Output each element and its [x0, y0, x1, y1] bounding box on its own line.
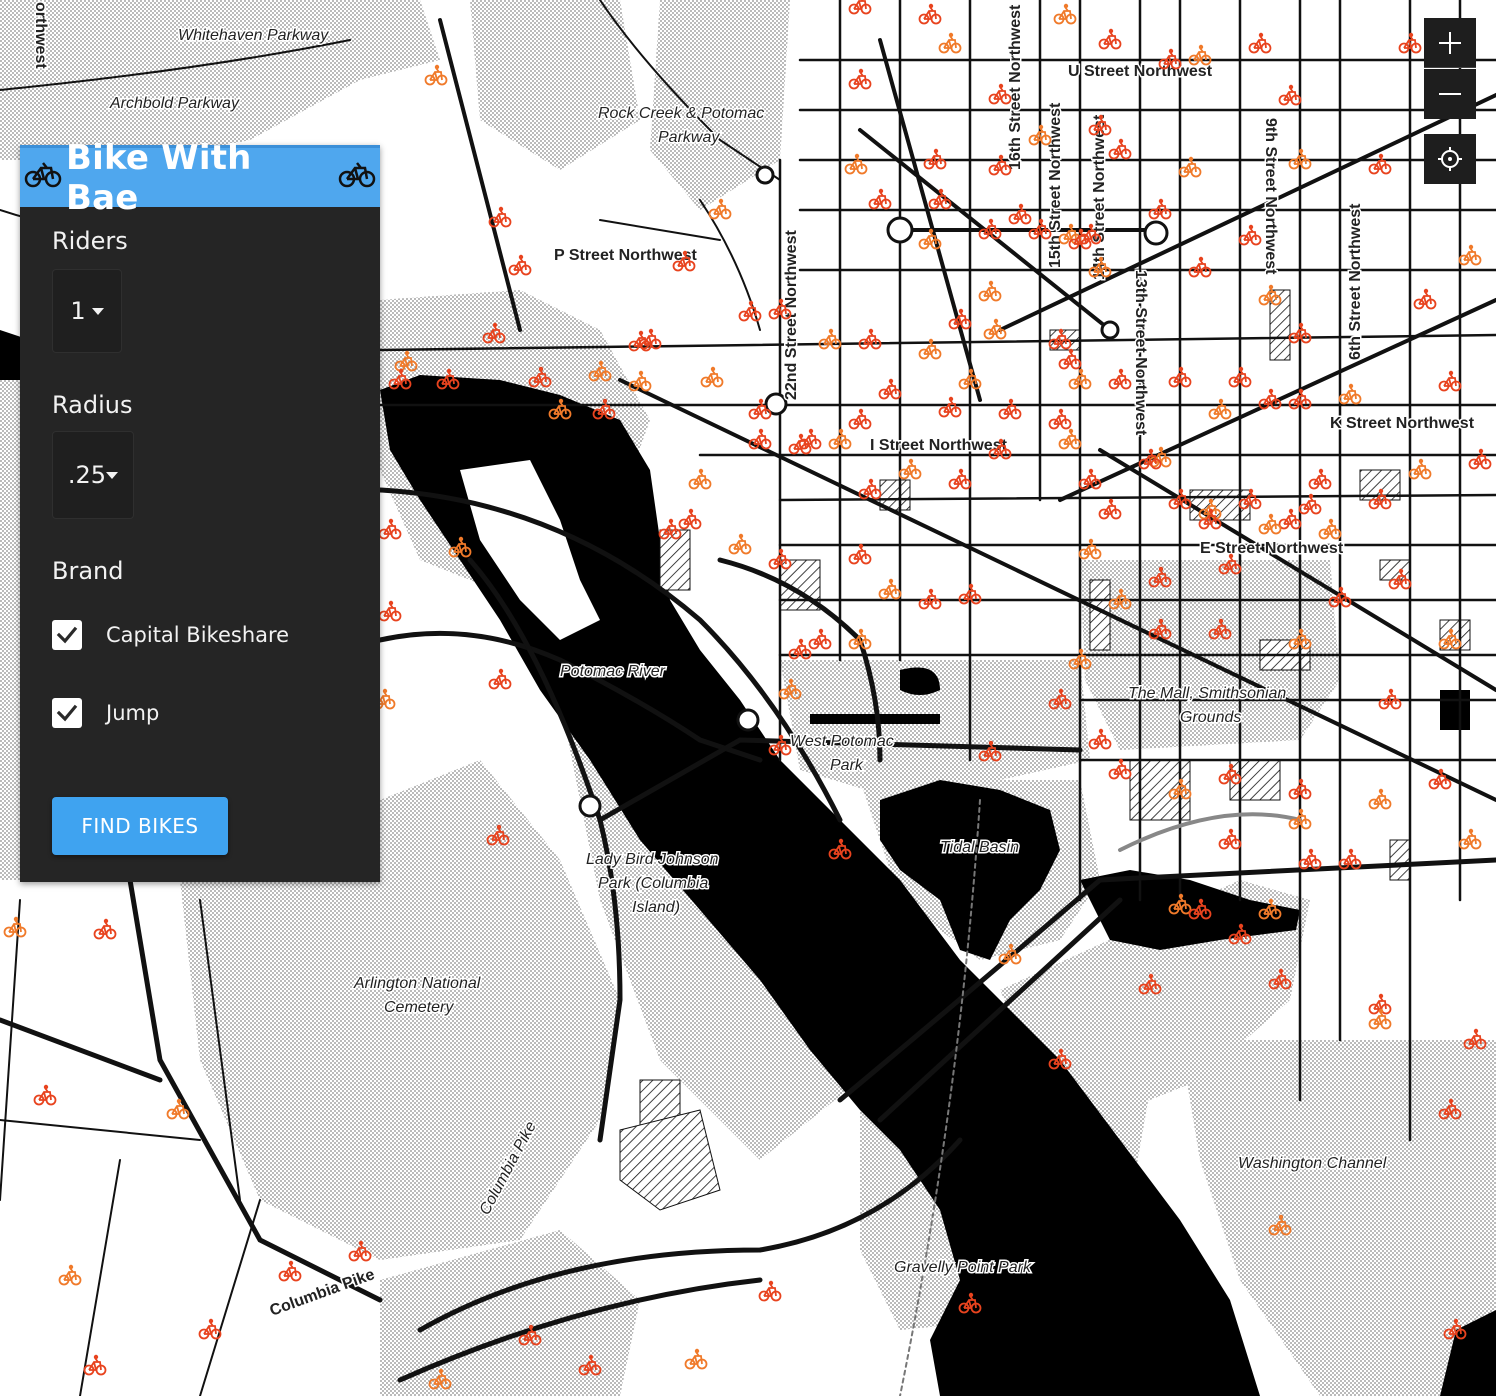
capital-bikeshare-label: Capital Bikeshare	[106, 623, 290, 647]
brand-option-jump[interactable]: Jump	[52, 693, 348, 733]
label-p-street: P Street Northwest	[554, 247, 698, 264]
label-lady-bird-1: Lady Bird Johnson	[586, 851, 719, 868]
bicycle-icon	[337, 160, 377, 195]
checkmark-icon	[56, 704, 78, 722]
bicycle-icon	[23, 160, 63, 195]
label-9th-street: 9th Street Northwest	[1262, 118, 1279, 275]
brand-label: Brand	[52, 557, 124, 585]
label-6th-street: 6th Street Northwest	[1347, 203, 1364, 360]
label-rock-creek-parkway: Rock Creek & Potomac	[598, 105, 764, 122]
app-title: Bike With Bae	[66, 137, 252, 218]
app-header: Bike With Bae	[20, 138, 380, 218]
search-panel: Bike With Bae Riders 1 Radius .25 Brand …	[20, 138, 380, 882]
label-west-potomac-2: Park	[830, 757, 864, 774]
locate-button[interactable]	[1424, 134, 1476, 184]
label-k-street: K Street Northwest	[1330, 415, 1475, 432]
find-bikes-button[interactable]: FIND BIKES	[52, 797, 228, 855]
zoom-out-button[interactable]	[1424, 69, 1476, 119]
label-rock-creek-parkway-2: Parkway	[658, 129, 720, 146]
label-lady-bird-3: Island)	[632, 899, 680, 916]
label-13th-street: 13th Street Northwest	[1132, 270, 1149, 436]
label-arlington-1: Arlington National	[353, 975, 481, 992]
label-i-street: I Street Northwest	[870, 437, 1008, 454]
label-washington-channel: Washington Channel	[1238, 1155, 1387, 1172]
riders-value: 1	[70, 297, 86, 325]
checkmark-icon	[56, 626, 78, 644]
plus-icon	[1439, 31, 1461, 54]
jump-label: Jump	[106, 701, 160, 725]
label-archbold-parkway: Archbold Parkway	[109, 95, 240, 112]
label-14th-street: 14th Street Northwest	[1091, 114, 1108, 280]
label-mall-1: The Mall, Smithsonian	[1128, 685, 1286, 702]
label-gravelly-point: Gravelly Point Park	[894, 1259, 1032, 1276]
radius-label: Radius	[52, 391, 133, 419]
label-tidal-basin: Tidal Basin	[940, 839, 1019, 856]
minus-icon	[1439, 93, 1461, 95]
label-northwest-edge: orthwest	[32, 2, 49, 69]
label-e-street: E Street Northwest	[1200, 540, 1344, 557]
riders-select[interactable]: 1	[52, 269, 122, 353]
jump-checkbox[interactable]	[52, 698, 82, 728]
label-u-street: U Street Northwest	[1068, 63, 1213, 80]
riders-label: Riders	[52, 227, 128, 255]
chevron-down-icon	[91, 307, 104, 315]
capital-bikeshare-checkbox[interactable]	[52, 620, 82, 650]
chevron-down-icon	[106, 471, 119, 479]
label-22nd-street: 22nd Street Northwest	[783, 230, 800, 400]
label-whitehaven-parkway: Whitehaven Parkway	[178, 27, 329, 44]
brand-option-capital-bikeshare[interactable]: Capital Bikeshare	[52, 615, 348, 655]
zoom-in-button[interactable]	[1424, 18, 1476, 68]
label-mall-2: Grounds	[1180, 709, 1241, 726]
label-16th-street: 16th Street Northwest	[1007, 4, 1024, 170]
radius-value: .25	[67, 461, 107, 489]
label-arlington-2: Cemetery	[384, 999, 454, 1016]
label-potomac-river: Potomac River	[560, 663, 666, 680]
label-lady-bird-2: Park (Columbia	[598, 875, 708, 892]
radius-select[interactable]: .25	[52, 431, 134, 519]
water	[0, 330, 1496, 1396]
label-west-potomac-1: West Potomac	[790, 733, 894, 750]
crosshair-icon	[1438, 147, 1462, 171]
